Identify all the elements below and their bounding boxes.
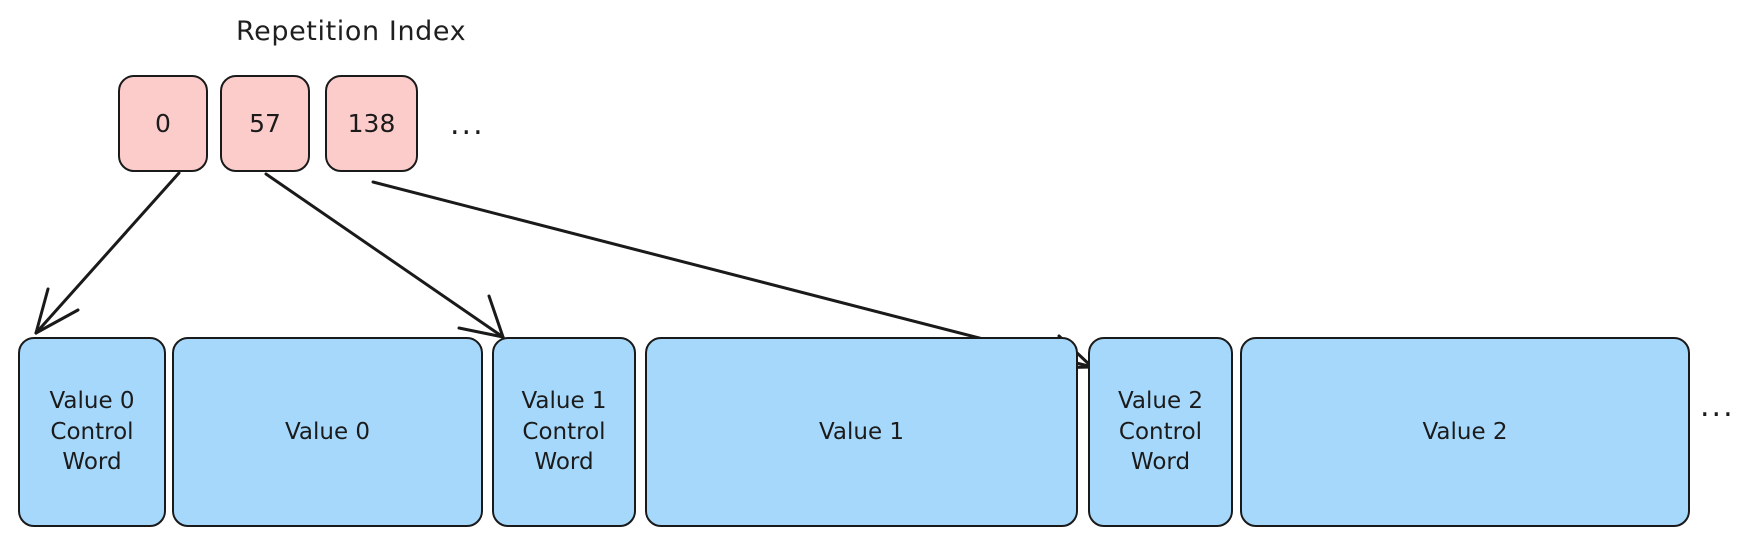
index-row-ellipsis: ... <box>450 107 485 142</box>
arrow-index0-to-value0-control-word <box>34 171 181 335</box>
index-box-138[interactable]: 138 <box>325 75 418 172</box>
value-box-1-control-word[interactable]: Value 1 Control Word <box>492 337 636 527</box>
index-box-0[interactable]: 0 <box>118 75 208 172</box>
value-box-0[interactable]: Value 0 <box>172 337 483 527</box>
value-box-2[interactable]: Value 2 <box>1240 337 1690 527</box>
value-row-ellipsis: ... <box>1700 389 1735 424</box>
index-box-57[interactable]: 57 <box>220 75 310 172</box>
arrow-index57-to-value1-control-word <box>264 172 505 339</box>
value-box-1[interactable]: Value 1 <box>645 337 1078 527</box>
value-box-0-control-word[interactable]: Value 0 Control Word <box>18 337 166 527</box>
value-box-2-control-word[interactable]: Value 2 Control Word <box>1088 337 1233 527</box>
page-title: Repetition Index <box>236 16 467 47</box>
